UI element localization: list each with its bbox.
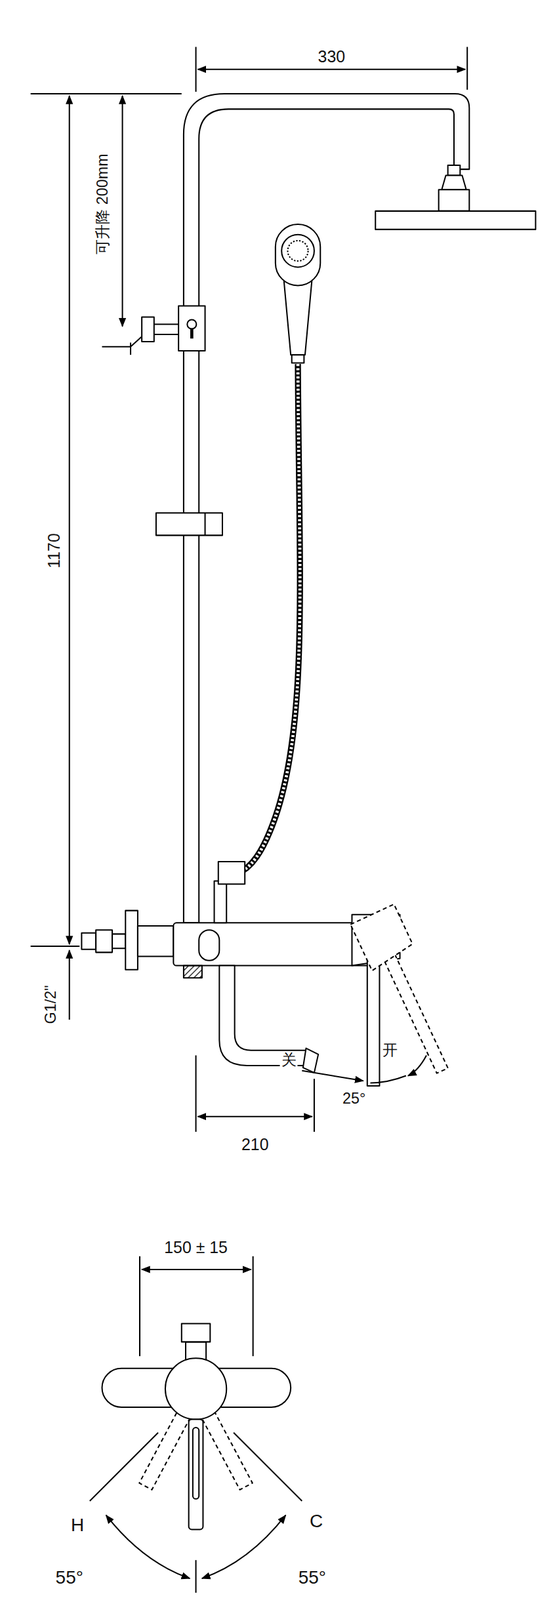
dimension-label: G1/2" — [42, 984, 60, 1026]
hand-shower-holder — [156, 513, 223, 536]
height-slider — [130, 306, 206, 356]
dimension-label: 25° — [341, 1091, 367, 1109]
dimension-label: 可升降 200mm — [94, 152, 111, 256]
dimension-lines — [30, 47, 468, 1358]
dimension-label: 55° — [54, 1568, 85, 1589]
dimension-label: 210 — [240, 1135, 271, 1154]
mixer-top-view — [102, 1323, 292, 1530]
shower-hose — [219, 364, 300, 880]
shower-head — [375, 165, 536, 230]
bath-spout — [219, 966, 319, 1074]
mixer-lever — [350, 904, 467, 1087]
dimension-label: 1170 — [45, 532, 63, 571]
hand-shower — [275, 224, 321, 363]
dimension-label: 330 — [316, 47, 348, 65]
rotation-angle-marks — [89, 1433, 302, 1594]
dimension-label: C — [308, 1512, 325, 1532]
dimension-label: H — [69, 1516, 86, 1536]
mixer-valve — [81, 862, 400, 979]
dimension-label: 55° — [297, 1568, 328, 1589]
dimension-label: 150 ± 15 — [162, 1238, 229, 1257]
dimension-label: 开 — [381, 1042, 399, 1059]
dimension-label: 关 — [280, 1052, 298, 1070]
lever-travel-arc — [301, 1055, 427, 1084]
